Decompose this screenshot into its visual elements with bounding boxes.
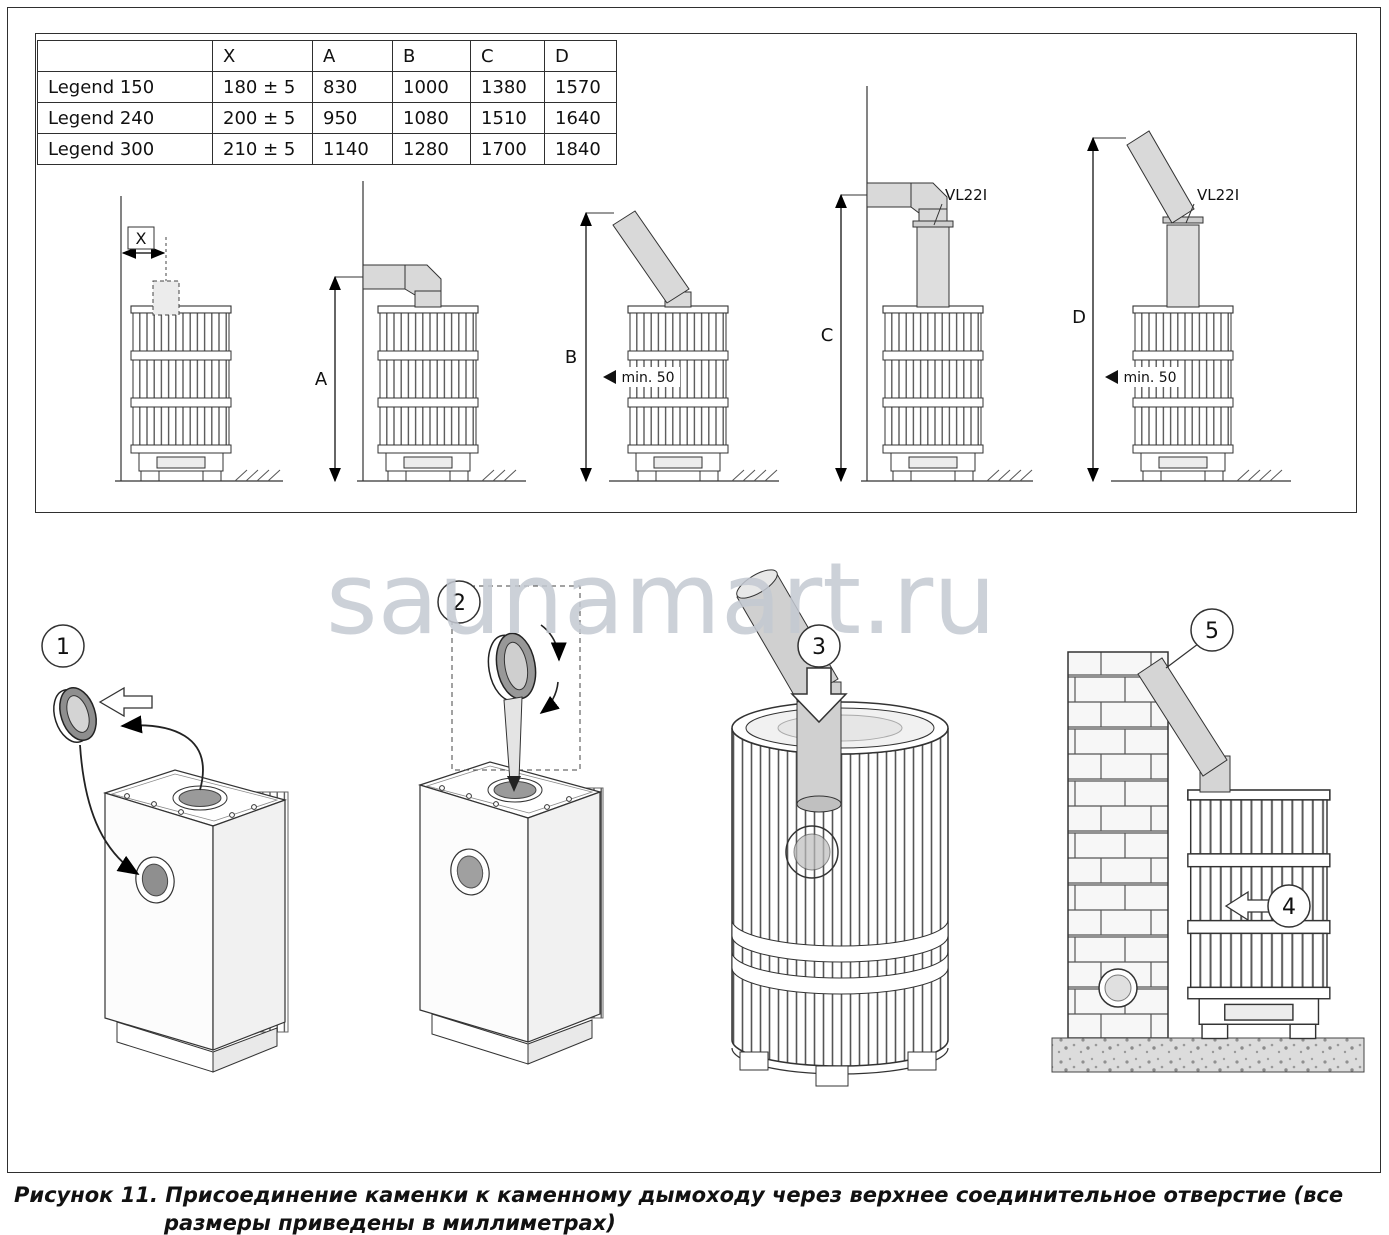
svg-text:5: 5: [1205, 619, 1219, 644]
step-badge-3: 3: [797, 624, 841, 668]
table-cell: 1570: [544, 71, 617, 103]
table-cell: 1140: [312, 133, 393, 165]
diagram-dimension-c: VL22I C: [821, 86, 1033, 483]
table-cell: 180 ± 5: [212, 71, 313, 103]
table-cell: 210 ± 5: [212, 133, 313, 165]
dimension-section: X A B C D Legend 150 180 ± 5 830 1000 13…: [35, 33, 1357, 513]
table-header-cell: D: [544, 40, 617, 72]
table-cell: 200 ± 5: [212, 102, 313, 134]
table-cell: 1000: [392, 71, 471, 103]
svg-text:1: 1: [56, 635, 70, 660]
table-cell: 1640: [544, 102, 617, 134]
connection-pipe: [1137, 657, 1228, 777]
dimension-diagrams: X A: [115, 86, 1291, 483]
table-header-cell: C: [470, 40, 545, 72]
dimension-label-c: C: [821, 325, 834, 346]
table-cell: 1080: [392, 102, 471, 134]
table-row-label: Legend 240: [37, 102, 213, 134]
dimension-label-x: X: [136, 229, 147, 248]
dimension-label-b: B: [565, 347, 577, 368]
table-cell: 1700: [470, 133, 545, 165]
step-badge-2: 2: [437, 580, 481, 624]
table-header-row: X A B C D: [37, 40, 617, 72]
table-cell: 1380: [470, 71, 545, 103]
ground: [1051, 1037, 1365, 1073]
table-header-cell: A: [312, 40, 393, 72]
table-cell: 1280: [392, 133, 471, 165]
svg-text:4: 4: [1282, 895, 1296, 920]
caption-line-1: Рисунок 11. Присоединение каменки к каме…: [14, 1183, 1344, 1207]
step-badge-5: 5: [1190, 608, 1234, 652]
step-2-illustration: 2: [419, 580, 604, 1065]
min-clearance-label: min. 50: [1123, 370, 1176, 386]
table-cell: 950: [312, 102, 393, 134]
diagram-dimension-a: A: [315, 181, 526, 483]
table-cell: 1510: [470, 102, 545, 134]
dimension-label-a: A: [315, 369, 328, 390]
connection-collar: [487, 632, 537, 702]
table-cell: 1840: [544, 133, 617, 165]
installation-steps: 1 2: [41, 569, 1365, 1087]
table-row: Legend 240 200 ± 5 950 1080 1510 1640: [37, 102, 617, 134]
step-4-5-illustration: 5 4: [1051, 608, 1365, 1073]
svg-text:2: 2: [452, 591, 466, 616]
remove-direction-arrow: [98, 686, 153, 718]
step-badge-4: 4: [1267, 884, 1311, 928]
diagram-dimension-d: VL22I D min. 50: [1072, 130, 1291, 483]
step-3-illustration: 3: [731, 569, 949, 1087]
dimension-label-d: D: [1072, 307, 1086, 328]
part-label-vl22i: VL22I: [1197, 186, 1239, 204]
svg-text:3: 3: [812, 635, 826, 660]
insert-direction-arrow: [790, 667, 848, 724]
page-frame: [7, 7, 1381, 1173]
diagram-dimension-b: B min. 50: [565, 210, 779, 483]
table-row-label: Legend 150: [37, 71, 213, 103]
part-label-vl22i: VL22I: [945, 186, 987, 204]
min-clearance-label: min. 50: [621, 370, 674, 386]
table-header-cell: B: [392, 40, 471, 72]
dimensions-table: X A B C D Legend 150 180 ± 5 830 1000 13…: [37, 40, 617, 165]
side-hole-plug: [456, 855, 484, 889]
table-header-cell: X: [212, 40, 313, 72]
table-row-label: Legend 300: [37, 133, 213, 165]
figure-caption: Рисунок 11. Присоединение каменки к каме…: [14, 1181, 1343, 1235]
table-cell: 830: [312, 71, 393, 103]
diagram-dimension-x: X: [115, 196, 283, 482]
table-row: Legend 300 210 ± 5 1140 1280 1700 1840: [37, 133, 617, 165]
step-1-illustration: 1: [41, 624, 289, 1073]
blanking-cover: [53, 687, 97, 743]
step-badge-1: 1: [41, 624, 85, 668]
caption-line-2: размеры приведены в миллиметрах): [164, 1211, 616, 1235]
table-row: Legend 150 180 ± 5 830 1000 1380 1570: [37, 71, 617, 103]
table-header-cell: [37, 40, 213, 72]
